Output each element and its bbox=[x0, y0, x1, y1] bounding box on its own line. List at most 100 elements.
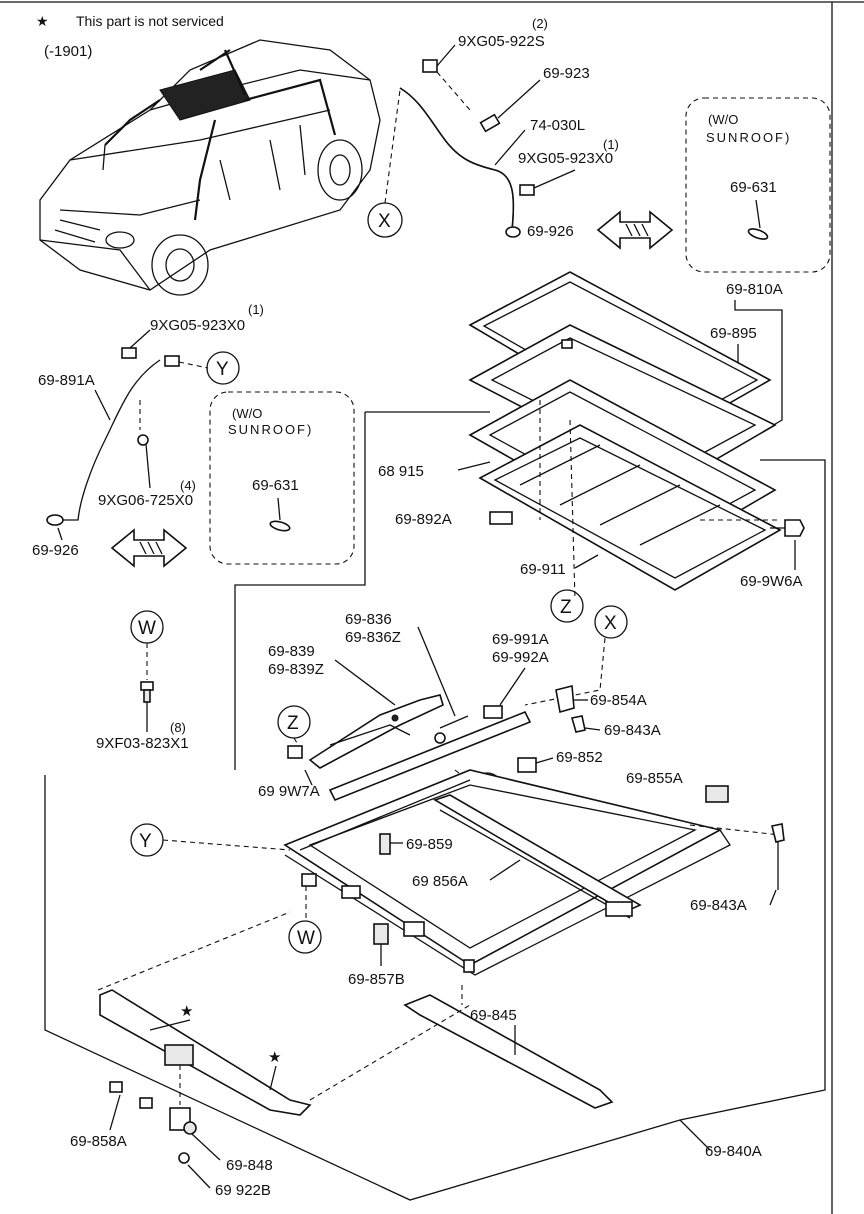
sunroof-glass-dark bbox=[159, 69, 251, 121]
label-69-836z: 69-836Z bbox=[345, 629, 401, 646]
assembly-outline-upper bbox=[234, 411, 490, 770]
star-marker-2: ★ bbox=[268, 1049, 281, 1066]
clip-9xg05-923x0-a bbox=[519, 169, 576, 196]
clip-69-843a-lower bbox=[771, 823, 785, 890]
wo-sunroof-lower-line1: (W/O bbox=[232, 406, 262, 421]
label-69-810a: 69-810A bbox=[726, 281, 783, 298]
cable-69-848 bbox=[169, 1107, 197, 1135]
label-69-926-b: 69-926 bbox=[32, 542, 79, 559]
block-69-991a bbox=[483, 705, 503, 719]
label-69-923: 69-923 bbox=[543, 65, 590, 82]
vehicle-illustration bbox=[39, 39, 381, 296]
label-69-852-a: 69-852 bbox=[556, 749, 603, 766]
label-69-848: 69-848 bbox=[226, 1157, 273, 1174]
wo-sunroof-lower-part: 69-631 bbox=[252, 477, 299, 494]
plug-69-631-lower bbox=[269, 497, 291, 532]
label-9xg05-923x0-a-qty: (1) bbox=[603, 137, 619, 152]
clip-69-843a-upper bbox=[570, 715, 586, 733]
label-69-843a-a: 69-843A bbox=[604, 722, 661, 739]
callout-y-lower-text: Y bbox=[139, 831, 152, 852]
bracket-69-9w7a bbox=[287, 745, 303, 759]
label-69-991a: 69-991A bbox=[492, 631, 549, 648]
plug-69-631-upper bbox=[747, 199, 769, 240]
label-68-915: 68 915 bbox=[378, 463, 424, 480]
label-69-839z: 69-839Z bbox=[268, 661, 324, 678]
callout-x-lower-text: X bbox=[604, 613, 617, 634]
label-9xg06-725x0-qty: (4) bbox=[180, 478, 196, 493]
label-69-911: 69-911 bbox=[520, 561, 566, 578]
label-69-856a: 69 856A bbox=[412, 873, 468, 890]
callout-x-lower bbox=[594, 605, 628, 639]
interchange-arrow-upper bbox=[596, 210, 674, 250]
clip-69-926-b bbox=[46, 514, 64, 526]
guide-rail-upper bbox=[328, 710, 532, 802]
label-9xg06-725x0: 9XG06-725X0 bbox=[98, 492, 193, 509]
star-note-symbol: ★ bbox=[36, 13, 49, 29]
label-9xg05-922s: 9XG05-922S bbox=[458, 33, 545, 50]
wo-sunroof-lower-line2: SUNROOF) bbox=[228, 422, 313, 437]
clip-69-923 bbox=[479, 79, 541, 133]
label-69-922b: 69 922B bbox=[215, 1182, 271, 1199]
drain-channel-69-845 bbox=[403, 994, 614, 1109]
bolt-9xf03-823x1 bbox=[140, 681, 154, 732]
label-69-839: 69-839 bbox=[268, 643, 315, 660]
label-9xf03-823x1-qty: (8) bbox=[170, 720, 186, 735]
label-69-926-a: 69-926 bbox=[527, 223, 574, 240]
star-note-text: This part is not serviced bbox=[76, 13, 224, 29]
label-69-843a-b: 69-843A bbox=[690, 897, 747, 914]
label-69-892a: 69-892A bbox=[395, 511, 452, 528]
label-69-9w7a: 69 9W7A bbox=[258, 783, 320, 800]
callout-z-left-text: Z bbox=[287, 713, 299, 734]
label-74-030l: 74-030L bbox=[530, 117, 585, 134]
callout-x-upper-text: X bbox=[378, 211, 391, 232]
spring-69-836 bbox=[439, 715, 469, 729]
sunshade-69-911 bbox=[478, 424, 782, 591]
label-69-857b: 69-857B bbox=[348, 971, 405, 988]
frame-clip-3 bbox=[605, 901, 633, 917]
interchange-arrow-lower bbox=[110, 528, 188, 568]
drain-hose-74-030l bbox=[399, 87, 515, 231]
block-69-855a bbox=[705, 785, 729, 803]
callout-z-right bbox=[550, 589, 584, 623]
cross-rail-69-856a bbox=[433, 794, 642, 919]
wo-sunroof-upper-part: 69-631 bbox=[730, 179, 777, 196]
sunroof-frame bbox=[283, 769, 731, 976]
label-69-895: 69-895 bbox=[710, 325, 757, 342]
wo-sunroof-upper-line2: SUNROOF) bbox=[706, 130, 791, 145]
label-69-854a: 69-854A bbox=[590, 692, 647, 709]
callout-w-lower-text: W bbox=[297, 928, 315, 949]
callout-y-upper bbox=[206, 351, 240, 385]
callout-w-lower bbox=[288, 920, 322, 954]
label-9xf03-823x1: 9XF03-823X1 bbox=[96, 735, 189, 752]
callout-y-upper-text: Y bbox=[216, 359, 229, 380]
frame-clip-4 bbox=[463, 959, 475, 973]
clip-69-858a bbox=[109, 1081, 153, 1109]
label-69-836: 69-836 bbox=[345, 611, 392, 628]
screw-69-9w6a bbox=[770, 519, 805, 537]
pin-69-836 bbox=[434, 732, 446, 744]
clip-9xg05-923x0-b bbox=[121, 329, 151, 359]
label-69-855a: 69-855A bbox=[626, 770, 683, 787]
callout-w-left-text: W bbox=[138, 618, 156, 639]
star-marker-1: ★ bbox=[180, 1003, 193, 1020]
label-69-992a: 69-992A bbox=[492, 649, 549, 666]
label-69-859: 69-859 bbox=[406, 836, 453, 853]
bolt-69-859 bbox=[379, 833, 391, 855]
wo-sunroof-box-lower bbox=[209, 391, 355, 565]
rear-drain-channel bbox=[99, 989, 312, 1116]
clip-w-bottom bbox=[301, 873, 317, 887]
label-69-858a: 69-858A bbox=[70, 1133, 127, 1150]
label-9xg05-923x0-b: 9XG05-923X0 bbox=[150, 317, 245, 334]
block-69-852-upper bbox=[517, 757, 537, 773]
label-9xg05-922s-qty: (2) bbox=[532, 16, 548, 31]
label-69-840a: 69-840A bbox=[705, 1143, 762, 1160]
label-9xg05-923x0-a: 9XG05-923X0 bbox=[518, 150, 613, 167]
frame-clip-1 bbox=[341, 885, 361, 899]
screw-69-922b bbox=[178, 1152, 190, 1164]
callout-z-right-text: Z bbox=[560, 597, 572, 618]
motor-69-857b bbox=[373, 923, 389, 945]
link-69-839 bbox=[308, 694, 444, 769]
bracket-center bbox=[164, 1044, 194, 1066]
